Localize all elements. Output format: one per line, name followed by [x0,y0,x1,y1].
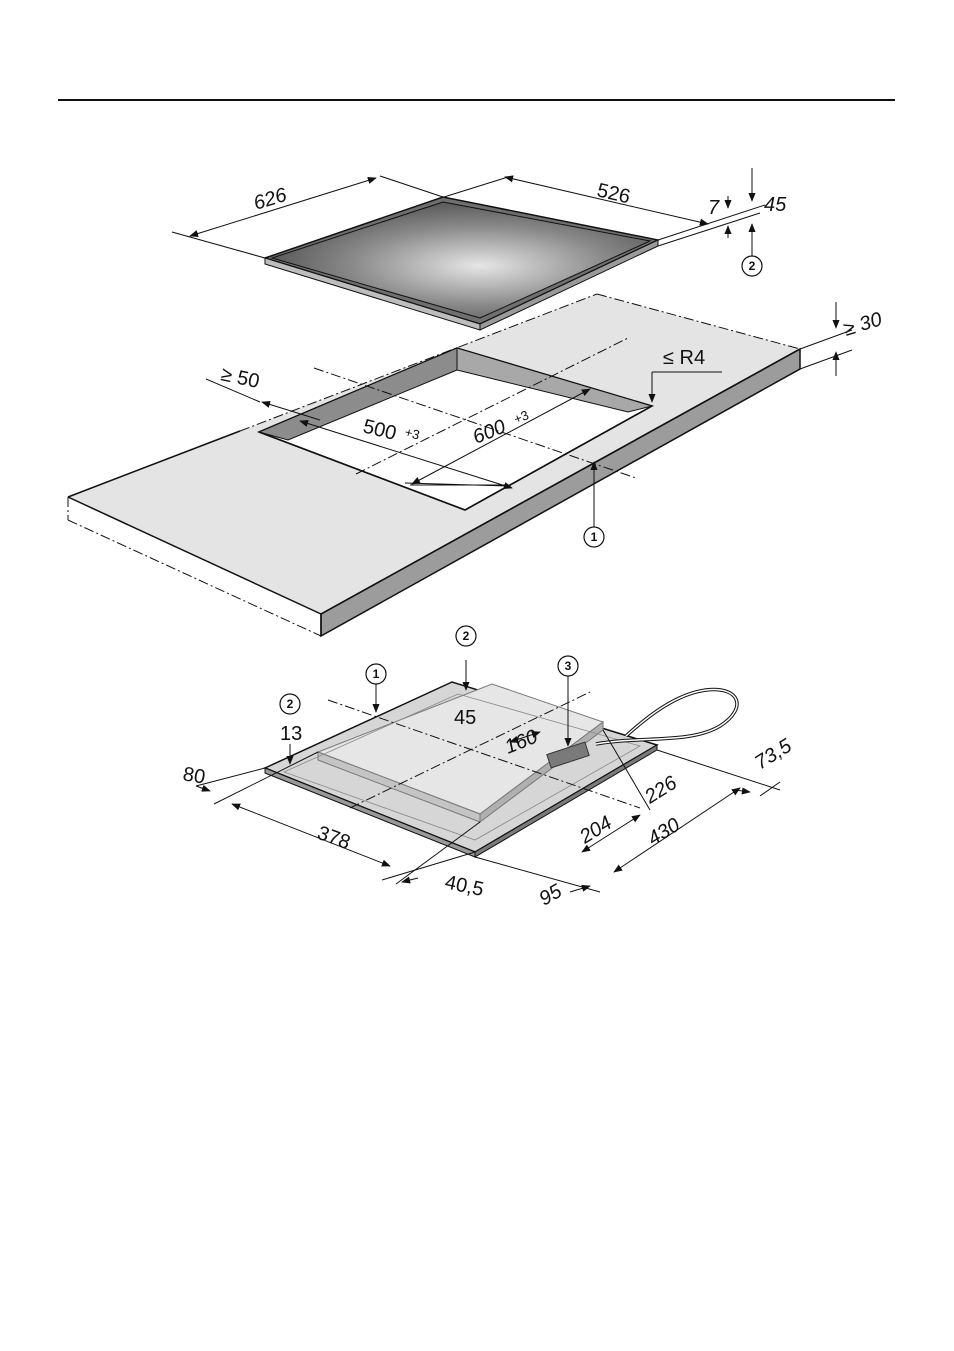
callout-1-worktop-label: 1 [591,530,598,544]
callout-2-top-label: 2 [749,259,756,273]
dim-cable-offset: 204 [575,812,616,849]
dim-installed-height: 45 [764,194,787,216]
dim-frame-height: 7 [708,197,720,219]
callout-1-under-label: 1 [373,667,380,681]
dim-wall-distance: ≥ 50 [219,363,262,393]
dim-hob-width: 626 [251,184,290,215]
dim-under-depth-a: 45 [454,707,476,729]
worktop [68,294,800,636]
dim-under-width-box: 378 [314,822,353,854]
dim-under-front-offset-2: 95 [536,880,567,911]
dim-corner-radius: ≤ R4 [663,347,705,369]
callout-2-under-center-label: 2 [463,629,470,643]
dim-under-depth-b: 13 [280,723,302,745]
dim-under-offset-left: 80 [181,763,207,789]
dim-under-depth-box: 430 [644,814,684,850]
dim-under-front-offset: 40,5 [443,871,486,901]
callout-3-under-label: 3 [565,659,572,673]
dim-hob-depth: 526 [595,179,632,208]
callout-2-under-left-label: 2 [287,697,294,711]
dim-worktop-thickness: ≥ 30 [841,308,885,340]
dim-under-right-offset: 73,5 [751,734,796,774]
